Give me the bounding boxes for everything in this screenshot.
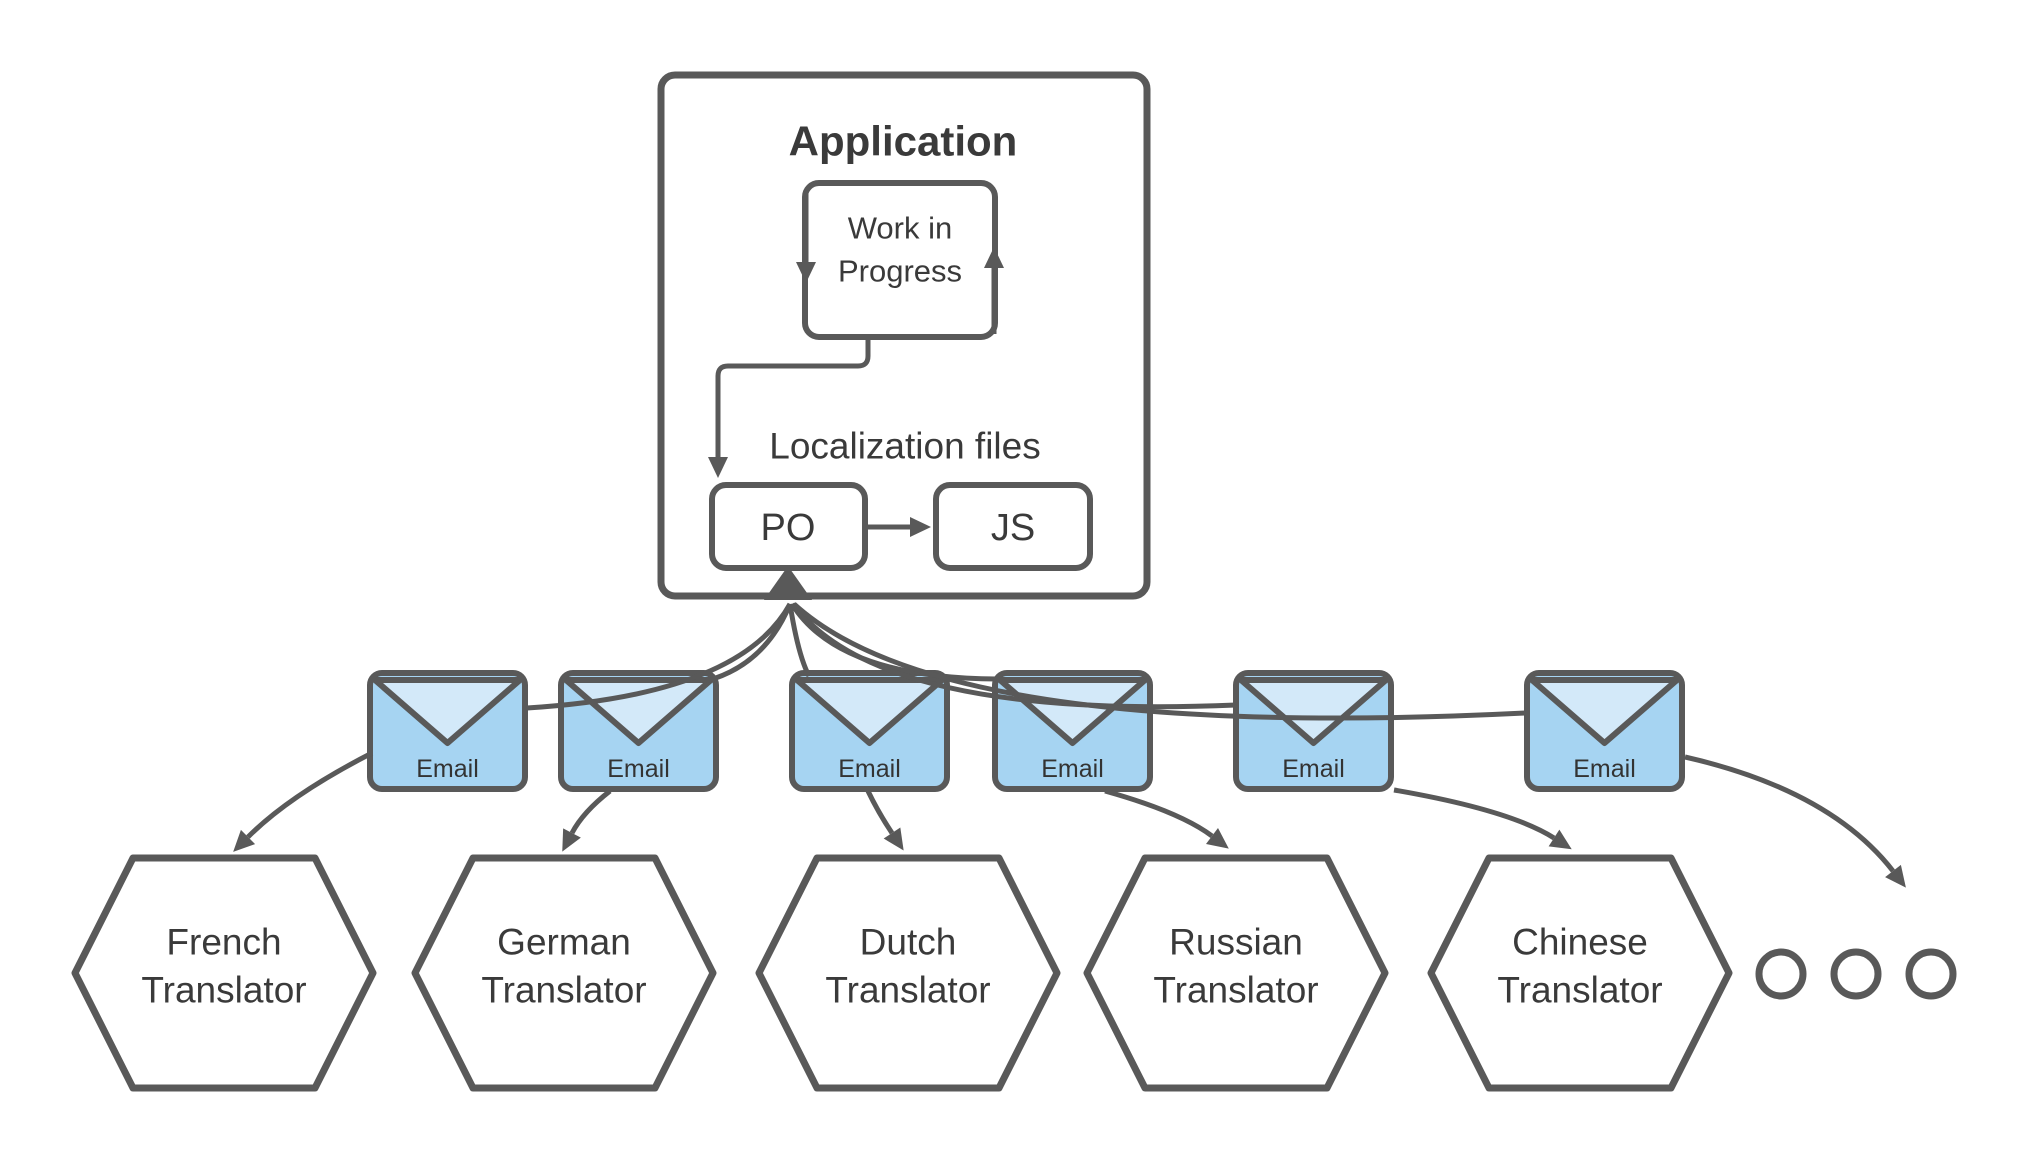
translator-label-line2: Translator xyxy=(141,970,306,1011)
wip-to-po-connector xyxy=(708,337,871,478)
email-node-4[interactable]: Email xyxy=(992,670,1153,792)
po-file-node[interactable]: PO xyxy=(709,482,868,571)
email3-to-dutch-arrow xyxy=(865,789,904,851)
email1-to-french-arrow xyxy=(233,750,374,852)
po-label: PO xyxy=(761,507,816,549)
translator-label-line2: Translator xyxy=(825,970,990,1011)
email-label: Email xyxy=(416,755,479,783)
fan-line-email2 xyxy=(705,603,793,684)
translator-node-french[interactable]: French Translator xyxy=(71,854,377,1092)
translator-label-line1: French xyxy=(166,922,281,963)
fan-line-email5 xyxy=(791,602,1237,710)
email-flap-icon xyxy=(372,677,523,746)
application-title: Application xyxy=(789,118,1018,165)
email-node-2[interactable]: Email xyxy=(558,670,719,792)
email-flap-icon xyxy=(1238,677,1389,746)
emails-to-po-connectors xyxy=(526,566,1527,721)
translator-node-chinese[interactable]: Chinese Translator xyxy=(1427,854,1733,1092)
email-node-6[interactable]: Email xyxy=(1524,670,1685,792)
email-label: Email xyxy=(838,755,901,783)
translator-label-line1: Russian xyxy=(1169,922,1303,963)
translator-node-german[interactable]: German Translator xyxy=(411,854,717,1092)
email-label: Email xyxy=(1573,755,1636,783)
email-flap-icon xyxy=(1529,677,1680,746)
fan-line-email6 xyxy=(792,602,1527,721)
ellipsis-circle xyxy=(1755,948,1807,1000)
wip-label-line1: Work in xyxy=(848,211,953,246)
email4-to-russian-arrow xyxy=(1104,788,1229,849)
email-flap-icon xyxy=(563,677,714,746)
email-label: Email xyxy=(1282,755,1345,783)
more-translators-ellipsis[interactable] xyxy=(1755,948,1957,1000)
email-node-1[interactable]: Email xyxy=(367,670,528,792)
translator-label-line1: German xyxy=(497,922,631,963)
email-label: Email xyxy=(607,755,670,783)
ellipsis-circle xyxy=(1830,948,1882,1000)
email-node-3[interactable]: Email xyxy=(789,670,950,792)
translator-label-line2: Translator xyxy=(1153,970,1318,1011)
fan-line-email3 xyxy=(787,603,812,678)
ellipsis-circle xyxy=(1905,948,1957,1000)
translator-label-line2: Translator xyxy=(1497,970,1662,1011)
fan-line-email4 xyxy=(789,602,998,682)
po-shared-arrowhead xyxy=(764,566,812,600)
email5-to-chinese-arrow xyxy=(1393,787,1572,850)
translator-label-line1: Dutch xyxy=(860,922,957,963)
email-flap-icon xyxy=(794,677,945,746)
translator-node-dutch[interactable]: Dutch Translator xyxy=(755,854,1061,1092)
js-file-node[interactable]: JS xyxy=(933,482,1093,571)
translator-node-russian[interactable]: Russian Translator xyxy=(1083,854,1389,1092)
js-label: JS xyxy=(991,507,1035,549)
fan-line-email1 xyxy=(526,602,793,711)
email-node-5[interactable]: Email xyxy=(1233,670,1394,792)
work-in-progress-node[interactable]: Work in Progress xyxy=(802,180,998,340)
email2-to-german-arrow xyxy=(562,789,612,852)
wip-label-line2: Progress xyxy=(838,254,962,289)
translator-label-line1: Chinese xyxy=(1512,922,1648,963)
localization-files-label: Localization files xyxy=(769,426,1040,467)
email-label: Email xyxy=(1041,755,1104,783)
translator-label-line2: Translator xyxy=(481,970,646,1011)
email6-to-others-arrow xyxy=(1684,754,1906,888)
